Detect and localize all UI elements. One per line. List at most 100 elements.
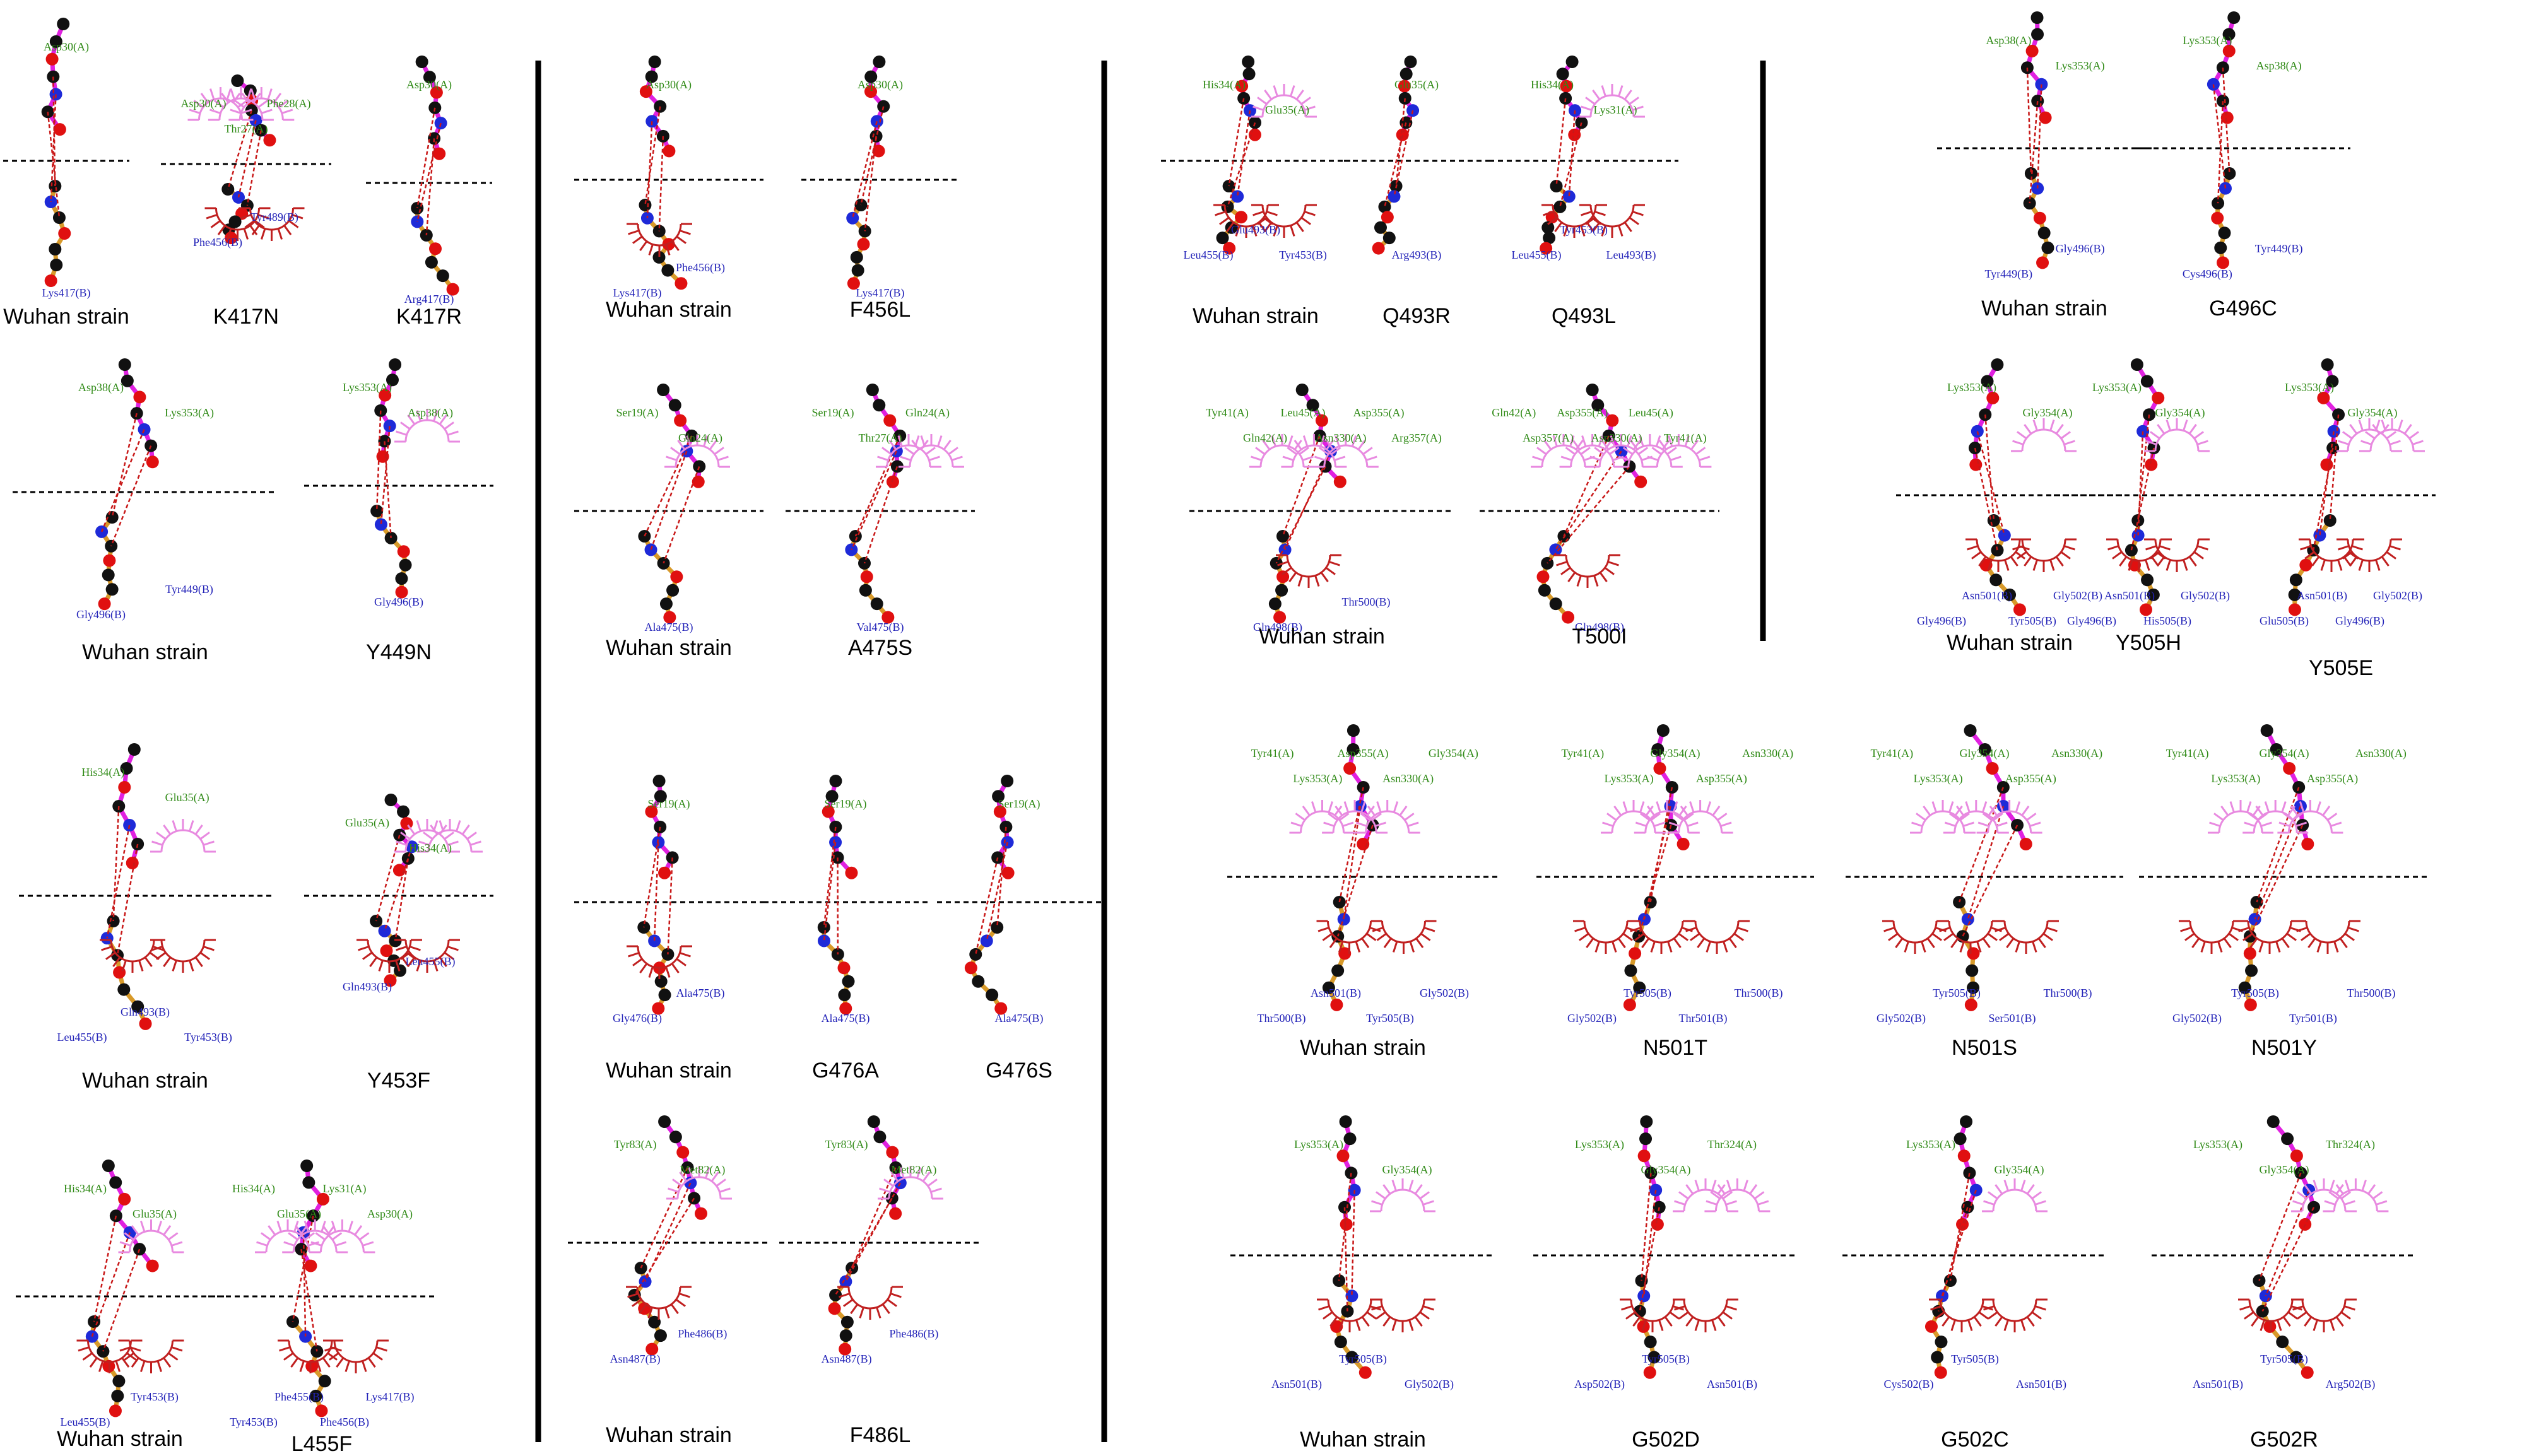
residue-label-chain-b: Asn501(B) xyxy=(2297,589,2347,602)
atom xyxy=(980,934,993,948)
hydrophobic-contact-a xyxy=(1943,800,2009,834)
residue-label-chain-b: Glu505(B) xyxy=(2260,614,2309,628)
hydrophobic-contact-b xyxy=(2337,538,2402,572)
hydrophobic-contact-b xyxy=(1673,1298,1738,1332)
residue-label-chain-b: Lys417(B) xyxy=(42,286,90,300)
atom xyxy=(2289,1351,2302,1364)
atom xyxy=(1964,724,1977,737)
panel-title: F456L xyxy=(850,298,910,322)
panel-2: Asp30(A)Arg417(B)K417R xyxy=(366,56,492,329)
atom xyxy=(2289,573,2302,587)
atom xyxy=(1986,762,1999,775)
atom xyxy=(370,505,384,517)
residue-label-chain-a: Lys353(A) xyxy=(1575,1138,1624,1151)
panel-11: Ser19(A)Gln24(A)Ala475(B)Wuhan strain xyxy=(574,384,763,660)
chain-a-ligand xyxy=(2260,724,2314,850)
hydrophobic-contact-a xyxy=(1312,434,1379,468)
atom xyxy=(1330,998,1343,1011)
atom xyxy=(1268,597,1282,611)
atom xyxy=(146,1259,159,1272)
atom xyxy=(2220,111,2234,124)
residue-label-chain-b: Glu493(B) xyxy=(1231,223,1280,237)
residue-label-chain-b: Phe456(B) xyxy=(320,1416,369,1429)
panel-17: Tyr83(A)Met82(A)Asn487(B)Phe486(B)F486L xyxy=(779,1115,981,1447)
atom xyxy=(1624,964,1637,977)
atom xyxy=(1934,1366,1947,1379)
atom xyxy=(2140,375,2154,388)
hydrophobic-contact-b xyxy=(1316,920,1382,954)
residue-label-chain-a: Gly354(A) xyxy=(1429,747,1478,760)
hydrophobic-contact-a xyxy=(1617,434,1683,468)
atom xyxy=(118,358,131,371)
atom xyxy=(102,1160,115,1172)
atom xyxy=(964,961,977,975)
atom xyxy=(1957,1149,1971,1163)
atom xyxy=(1357,838,1370,850)
residue-label-chain-a: Asn330(A) xyxy=(1382,772,1434,785)
residue-label-chain-b: Gln493(B) xyxy=(343,980,392,994)
atom xyxy=(305,1359,319,1373)
hydrophobic-contact-a xyxy=(878,1166,943,1200)
residue-label-chain-b: Tyr505(B) xyxy=(1366,1012,1414,1025)
atom xyxy=(1964,998,1977,1011)
residue-label-chain-b: Gly496(B) xyxy=(2056,242,2105,255)
residue-label-chain-a: Asp30(A) xyxy=(367,1207,413,1221)
residue-label-chain-b: Cys496(B) xyxy=(2183,267,2232,281)
atom xyxy=(1273,611,1287,624)
hydrogen-bonds xyxy=(1637,787,1673,937)
atom xyxy=(991,921,1004,934)
atom xyxy=(109,1176,122,1189)
atom xyxy=(374,518,387,531)
atom xyxy=(645,1342,659,1356)
residue-label-chain-b: Gly502(B) xyxy=(1877,1012,1926,1025)
atom xyxy=(1231,190,1244,203)
residue-label-chain-a: Ser19(A) xyxy=(825,797,867,811)
atom xyxy=(648,56,661,68)
atom xyxy=(676,1146,690,1159)
atom xyxy=(2222,44,2236,57)
residue-label-chain-b: Tyr501(B) xyxy=(2289,1012,2337,1025)
atom xyxy=(2218,226,2231,240)
hydrophobic-contact-b xyxy=(1579,204,1645,238)
residue-label-chain-a: Lys353(A) xyxy=(1906,1138,1955,1151)
hydrophobic-contact-b xyxy=(2011,538,2077,572)
hydrophobic-contact-a xyxy=(1646,434,1712,468)
atom xyxy=(2283,762,2296,775)
atom xyxy=(648,934,661,948)
residue-label-chain-b: Ala475(B) xyxy=(676,987,725,1000)
residue-label-chain-a: Gly354(A) xyxy=(2348,406,2398,420)
atom xyxy=(1967,947,1980,960)
chain-a-ligand xyxy=(822,775,858,879)
atom xyxy=(652,250,666,264)
panel-title: Wuhan strain xyxy=(1947,631,2073,655)
residue-label-chain-a: Phe28(A) xyxy=(267,97,311,110)
residue-label-chain-a: His34(A) xyxy=(232,1182,275,1195)
panel-8: His34(A)Glu35(A)Lys31(A)Asp30(A)Tyr453(B… xyxy=(208,1160,435,1456)
chain-a-ligand xyxy=(1954,1115,1983,1231)
residue-label-chain-a: Lys353(A) xyxy=(1293,772,1342,785)
residue-label-chain-a: Glu35(A) xyxy=(1394,78,1439,91)
hydrophobic-contact-b xyxy=(239,207,305,241)
residue-label-chain-a: Asn330(A) xyxy=(1742,747,1793,760)
residue-label-chain-b: Phe456(B) xyxy=(193,236,242,249)
hydrophobic-contact-a xyxy=(1281,434,1347,468)
panel-21: Tyr41(A)Gln42(A)Leu45(A)Asn330(A)Asp355(… xyxy=(1189,384,1454,649)
atom xyxy=(2245,964,2258,977)
residue-label-chain-b: Phe486(B) xyxy=(889,1327,938,1341)
atom xyxy=(1536,570,1550,584)
residue-label-chain-b: Asn487(B) xyxy=(610,1353,661,1366)
atom xyxy=(860,570,873,584)
panel-25: Lys353(A)Gly354(A)Gly496(B)Asn501(B)Tyr5… xyxy=(1896,358,2123,655)
atom xyxy=(1541,221,1555,234)
atom xyxy=(840,1315,854,1329)
residue-label-chain-b: Gly476(B) xyxy=(613,1012,662,1025)
chain-a-ligand xyxy=(1556,56,1588,141)
chain-b-ligand xyxy=(1623,896,1657,1011)
residue-label-chain-a: Glu35(A) xyxy=(277,1207,321,1221)
atom xyxy=(1540,242,1553,255)
residue-label-chain-a: Asp357(A) xyxy=(1523,432,1574,445)
panel-title: Wuhan strain xyxy=(606,1059,732,1083)
residue-label-chain-a: Asp355(A) xyxy=(1557,406,1608,420)
atom xyxy=(2041,241,2054,254)
atom xyxy=(839,1342,852,1356)
